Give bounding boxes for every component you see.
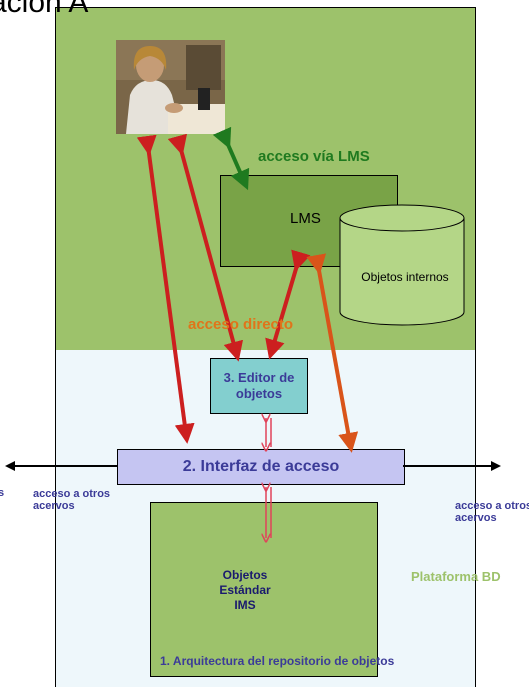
lms-access-label: acceso vía LMS — [258, 148, 370, 165]
right-label-line2: acervos — [455, 512, 497, 524]
ims-objects-label: Objetos Estándar IMS — [195, 568, 295, 613]
object-editor-box: 3. Editor de objetos — [210, 358, 308, 414]
left-label-line1: acceso a otros — [33, 488, 111, 500]
ims-label-line3: IMS — [234, 598, 256, 612]
access-interface-box: 2. Interfaz de acceso — [117, 449, 405, 485]
other-collections-right-label: acceso a otros acervos — [455, 500, 529, 524]
platform-label: Plataforma BD — [411, 569, 501, 584]
lms-to-interface-arrow — [306, 253, 359, 453]
internal-objects-cylinder — [339, 204, 465, 326]
left-label-line2: acervos — [33, 500, 75, 512]
right-label-line1: acceso a otros — [455, 500, 529, 512]
direct-access-label: acceso directo — [188, 316, 294, 333]
editor-label-line2: objetos — [235, 386, 283, 401]
interface-label: 2. Interfaz de acceso — [182, 458, 340, 475]
user-photo — [116, 40, 225, 134]
ims-label-line2: Estándar — [219, 583, 271, 597]
user-to-editor-arrow — [167, 133, 244, 362]
other-collections-left-label: acceso a otros acervos — [33, 488, 110, 512]
ims-label-line1: Objetos — [222, 568, 268, 582]
lms-label: LMS — [290, 210, 321, 227]
user-to-lms-arrow — [212, 126, 250, 191]
internal-objects-label: Objetos internos — [361, 270, 449, 284]
page-title: ación A — [0, 0, 89, 19]
left-cut-label: s — [0, 487, 5, 499]
user-to-interface-arrow — [136, 134, 195, 444]
architecture-label: 1. Arquitectura del repositorio de objet… — [160, 654, 395, 668]
lms-to-editor-arrow — [265, 249, 311, 360]
editor-label-line1: 3. Editor de — [223, 370, 295, 385]
